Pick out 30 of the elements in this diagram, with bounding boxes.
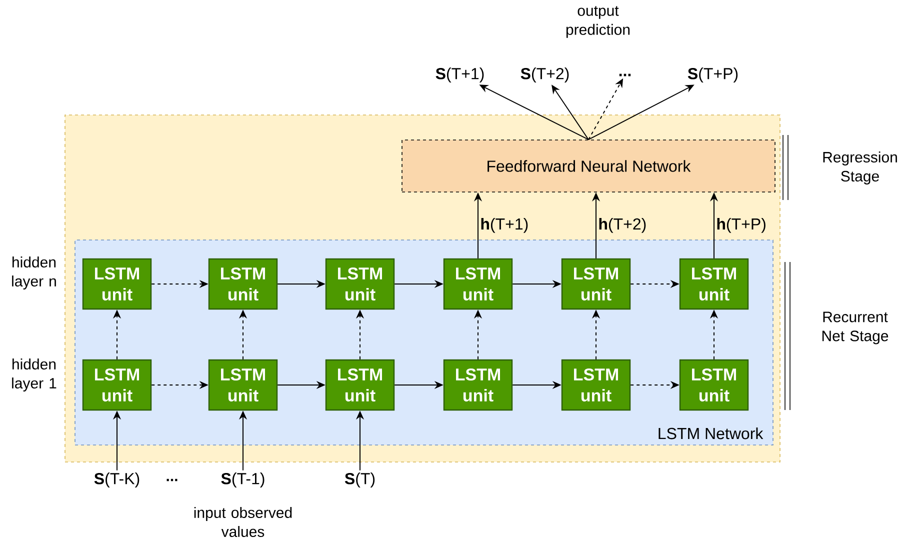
layer-label: hidden layer 1 bbox=[12, 358, 56, 392]
ellipsis: ... bbox=[619, 74, 631, 76]
stage-label: Regression Stage bbox=[823, 152, 897, 184]
signal-label: S(T-K) bbox=[94, 472, 140, 488]
lstm-unit-box: LSTM unit bbox=[679, 359, 749, 411]
lstm-unit-box: LSTM unit bbox=[325, 359, 395, 411]
signal-label: S(T+P) bbox=[688, 68, 738, 82]
signal-label: S(T+2) bbox=[520, 68, 569, 82]
edge-label: h(T+2) bbox=[599, 218, 646, 233]
caption: input observed values bbox=[194, 507, 292, 537]
lstm-unit-box: LSTM unit bbox=[208, 258, 278, 310]
stage-label: Recurrent Net Stage bbox=[822, 312, 888, 344]
signal-label: S(T) bbox=[344, 472, 375, 488]
edge-label: h(T+P) bbox=[717, 218, 766, 233]
lstm-unit-box: LSTM unit bbox=[443, 258, 513, 310]
lstm-unit-box: LSTM unit bbox=[82, 258, 152, 310]
caption: output prediction bbox=[566, 6, 630, 38]
edge-label: h(T+1) bbox=[481, 218, 528, 233]
lstm-unit-box: LSTM unit bbox=[679, 258, 749, 310]
ellipsis: ... bbox=[166, 478, 178, 482]
lstm-unit-box: LSTM unit bbox=[561, 359, 631, 411]
lstm-unit-box: LSTM unit bbox=[208, 359, 278, 411]
lstm-unit-box: LSTM unit bbox=[443, 359, 513, 411]
signal-label: S(T+1) bbox=[436, 68, 484, 82]
lstm-unit-box: LSTM unit bbox=[561, 258, 631, 310]
signal-label: S(T-1) bbox=[221, 472, 264, 488]
lstm-unit-box: LSTM unit bbox=[82, 359, 152, 411]
network-box: Feedforward Neural Network bbox=[402, 140, 776, 192]
lstm-unit-box: LSTM unit bbox=[325, 258, 395, 310]
layer-label: hidden layer n bbox=[12, 256, 56, 290]
